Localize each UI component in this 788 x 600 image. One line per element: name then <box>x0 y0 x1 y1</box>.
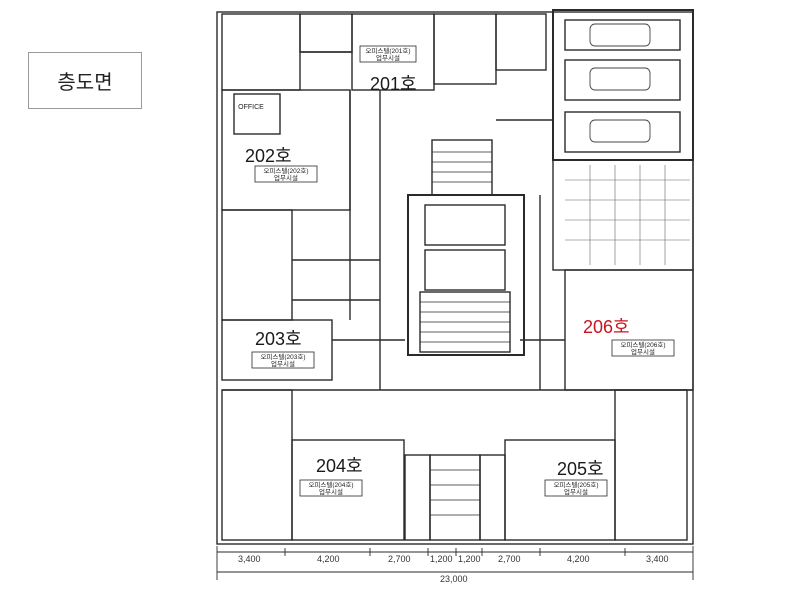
dim-6: 2,700 <box>498 554 521 564</box>
caption-203: 오피스텔(203호) <box>260 352 305 361</box>
room-block-nw <box>221 13 301 91</box>
caption-tags <box>251 45 675 497</box>
room-block-se <box>614 389 688 541</box>
floor-plan-title: 층도면 <box>57 72 113 94</box>
stair-treads <box>420 151 510 516</box>
room-block-n2 <box>433 13 497 85</box>
parking-bay-1 <box>564 19 681 51</box>
dim-3: 2,700 <box>388 554 411 564</box>
core-low-left <box>404 454 431 541</box>
room-205-outline <box>504 439 616 541</box>
elevator-1 <box>424 204 506 246</box>
courtyard <box>552 159 694 271</box>
office-room <box>233 93 281 135</box>
room-204-outline <box>291 439 405 541</box>
courtyard-grid <box>565 165 690 265</box>
caption-204-use: 업무시설 <box>319 488 343 496</box>
caption-204: 오피스텔(204호) <box>308 480 353 489</box>
caption-201: 오피스텔(201호) <box>365 46 410 55</box>
room-block-sw <box>221 389 293 541</box>
core-low-right <box>479 454 506 541</box>
unit-label-202: 202호 <box>245 146 292 166</box>
dim-total: 23,000 <box>440 574 468 584</box>
parking-bay-2 <box>564 59 681 101</box>
caption-202-use: 업무시설 <box>274 174 298 182</box>
dim-4: 1,200 <box>430 554 453 564</box>
unit-label-203: 203호 <box>255 329 302 349</box>
floor-plan-title-box: 층도면 <box>28 52 142 109</box>
parking-bay-3 <box>564 111 681 153</box>
dim-8: 3,400 <box>646 554 669 564</box>
room-block-n1 <box>299 13 353 53</box>
room-block-w <box>221 209 293 321</box>
dim-7: 4,200 <box>567 554 590 564</box>
caption-203-use: 업무시설 <box>271 360 295 368</box>
stair-low <box>429 454 481 541</box>
parked-cars <box>589 23 651 143</box>
dim-5: 1,200 <box>458 554 481 564</box>
unit-label-205: 205호 <box>557 459 604 479</box>
unit-label-201: 201호 <box>370 74 417 94</box>
caption-205-use: 업무시설 <box>564 488 588 496</box>
parking-area <box>552 9 694 161</box>
room-block-n3 <box>495 13 547 71</box>
caption-201-use: 업무시설 <box>376 54 400 62</box>
elevator-2 <box>424 249 506 291</box>
office-tag: OFFICE <box>238 104 264 111</box>
building-outline <box>216 11 694 545</box>
stair-2 <box>431 139 493 196</box>
dimension-lines <box>216 546 694 580</box>
unit-label-206: 206호 <box>583 317 630 337</box>
dim-1: 3,400 <box>238 554 261 564</box>
caption-202: 오피스텔(202호) <box>263 166 308 175</box>
caption-206-use: 업무시설 <box>631 348 655 356</box>
unit-label-204: 204호 <box>316 456 363 476</box>
caption-205: 오피스텔(205호) <box>553 480 598 489</box>
caption-206: 오피스텔(206호) <box>620 340 665 349</box>
dim-2: 4,200 <box>317 554 340 564</box>
